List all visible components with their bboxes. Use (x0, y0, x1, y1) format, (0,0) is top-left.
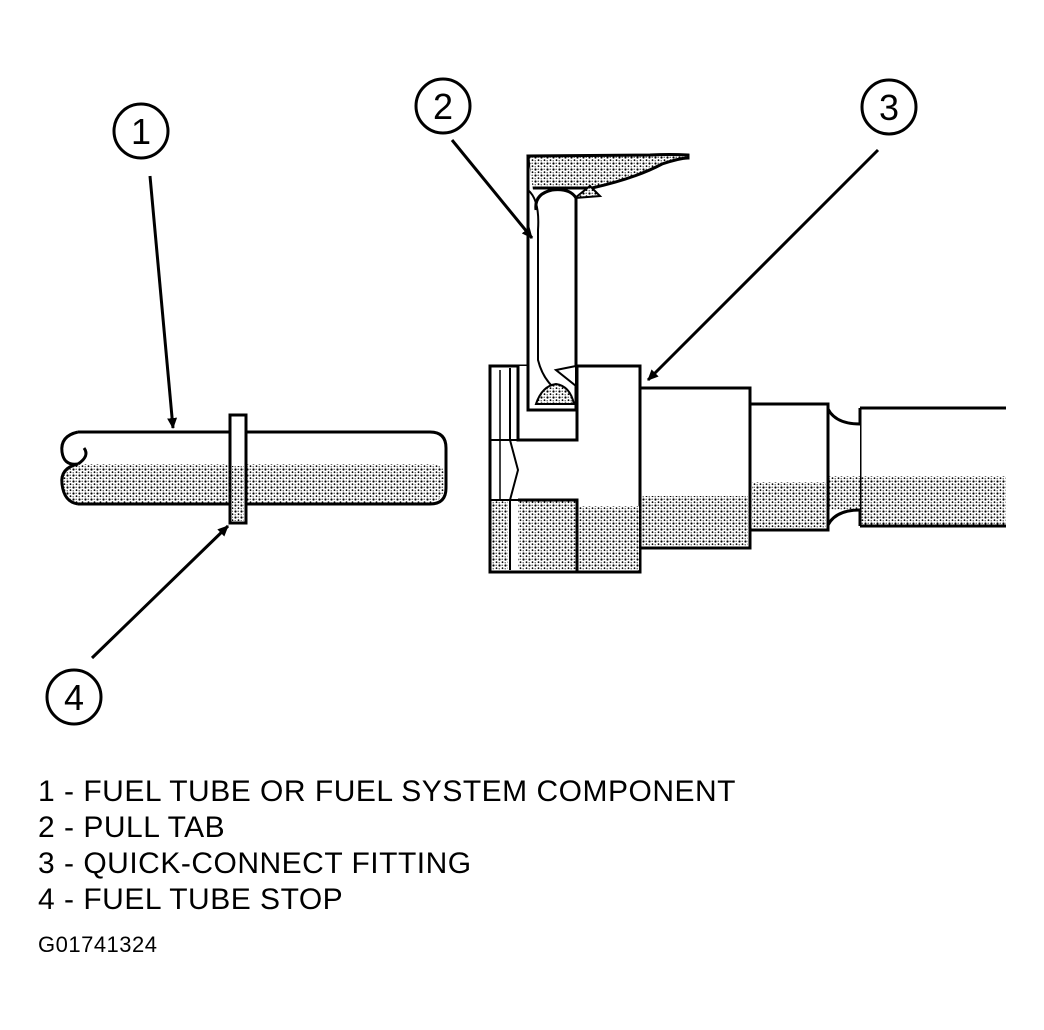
fuel-tube-stop (228, 413, 248, 525)
svg-text:2: 2 (433, 86, 453, 127)
callout-1: 1 (112, 102, 170, 160)
svg-text:3: 3 (879, 87, 899, 128)
legend: 1 - FUEL TUBE OR FUEL SYSTEM COMPONENT 2… (38, 774, 736, 918)
leader-arrow-3 (646, 148, 880, 382)
leader-arrow-4 (90, 524, 230, 660)
pull-tab (526, 153, 690, 412)
legend-item-1: 1 - FUEL TUBE OR FUEL SYSTEM COMPONENT (38, 775, 736, 808)
legend-item-3: 3 - QUICK-CONNECT FITTING (38, 847, 472, 880)
callout-2: 2 (414, 77, 472, 135)
leader-arrows (90, 139, 880, 660)
fuel-fitting-diagram: 1 2 3 4 (45, 77, 1006, 726)
fuel-tube (60, 430, 448, 506)
leader-arrow-1 (148, 175, 178, 429)
legend-item-2: 2 - PULL TAB (38, 811, 226, 844)
callout-3: 3 (860, 78, 918, 136)
legend-item-4: 4 - FUEL TUBE STOP (38, 883, 344, 916)
svg-text:1: 1 (131, 111, 151, 152)
leader-arrow-2 (450, 139, 534, 239)
svg-text:4: 4 (64, 677, 84, 718)
figure-id: G01741324 (38, 932, 158, 957)
callout-4: 4 (45, 668, 103, 726)
